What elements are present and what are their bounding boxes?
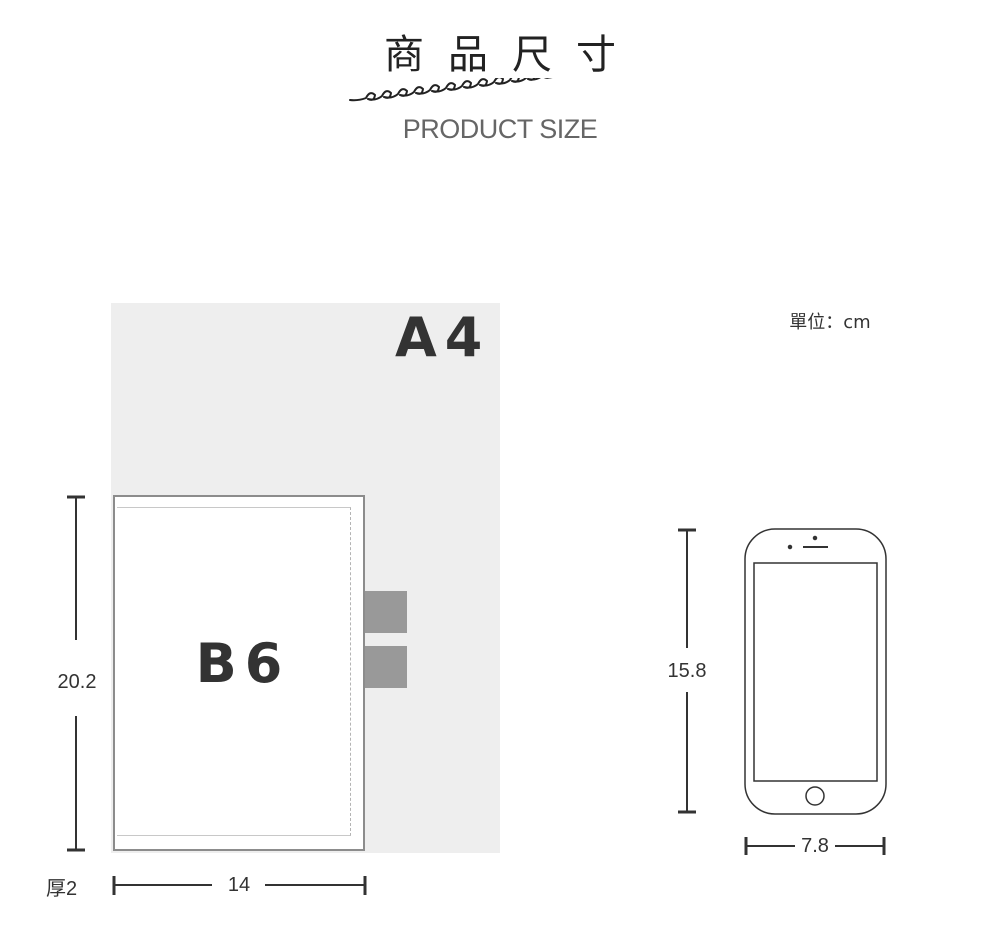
b6-book [113, 495, 365, 851]
book-tab-bottom [365, 646, 407, 688]
a4-label: A4 [395, 306, 491, 369]
phone-height-label: 15.8 [662, 660, 712, 683]
page-title: 商品尺寸 [384, 32, 640, 78]
b6-thickness-label: 厚2 [46, 872, 102, 901]
b6-width-label: 14 [214, 874, 264, 897]
book-tab-top [365, 591, 407, 633]
phone-width-label: 7.8 [795, 835, 835, 858]
phone-height-dimension [678, 528, 696, 814]
phone-icon [744, 528, 887, 815]
b6-page-edge [117, 507, 351, 836]
b6-width-dimension [112, 876, 367, 895]
page-subtitle: PRODUCT SIZE [402, 114, 598, 144]
b6-height-dimension [67, 495, 85, 852]
phone-width-dimension [744, 837, 886, 855]
b6-label: B6 [195, 632, 291, 695]
b6-height-label: 20.2 [52, 671, 102, 694]
unit-note: 單位：cm [789, 312, 871, 333]
loop-decoration [349, 78, 553, 102]
